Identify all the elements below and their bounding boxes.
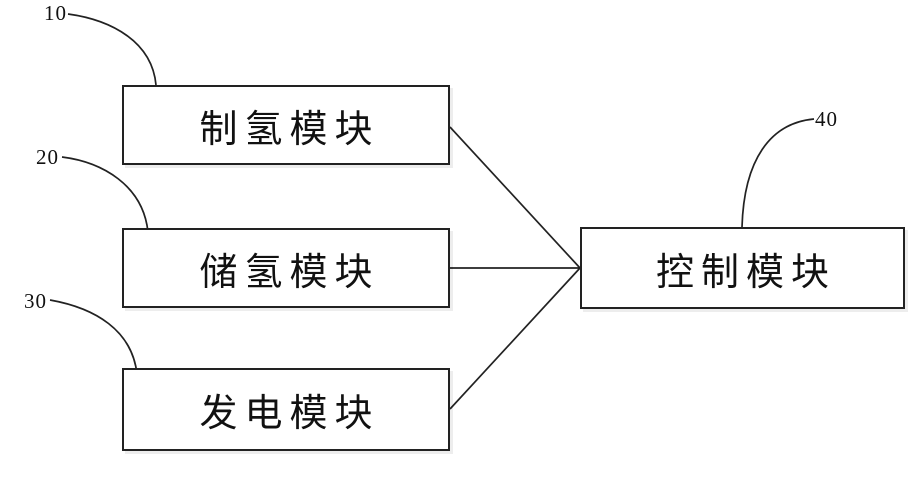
module-box-hydrogen-production: 制氢模块 <box>122 85 450 165</box>
leader-line-10 <box>67 13 157 86</box>
connector-power-generation-to-control <box>449 267 581 410</box>
connector-hydrogen-production-to-control <box>449 126 581 269</box>
leader-line-20 <box>61 156 149 233</box>
ref-numeral-40: 40 <box>815 107 838 131</box>
module-label-hydrogen-production: 制氢模块 <box>199 108 380 151</box>
ref-numeral-30: 30 <box>24 289 47 313</box>
leader-line-40 <box>741 118 815 228</box>
ref-numeral-20: 20 <box>36 145 59 169</box>
leader-line-30 <box>49 299 138 375</box>
module-label-hydrogen-storage: 储氢模块 <box>199 251 380 294</box>
ref-numeral-10: 10 <box>44 1 67 25</box>
module-box-control: 控制模块 <box>580 227 905 309</box>
module-label-control: 控制模块 <box>655 251 836 294</box>
module-box-power-generation: 发电模块 <box>122 368 450 451</box>
module-box-hydrogen-storage: 储氢模块 <box>122 228 450 308</box>
module-label-power-generation: 发电模块 <box>199 393 380 435</box>
